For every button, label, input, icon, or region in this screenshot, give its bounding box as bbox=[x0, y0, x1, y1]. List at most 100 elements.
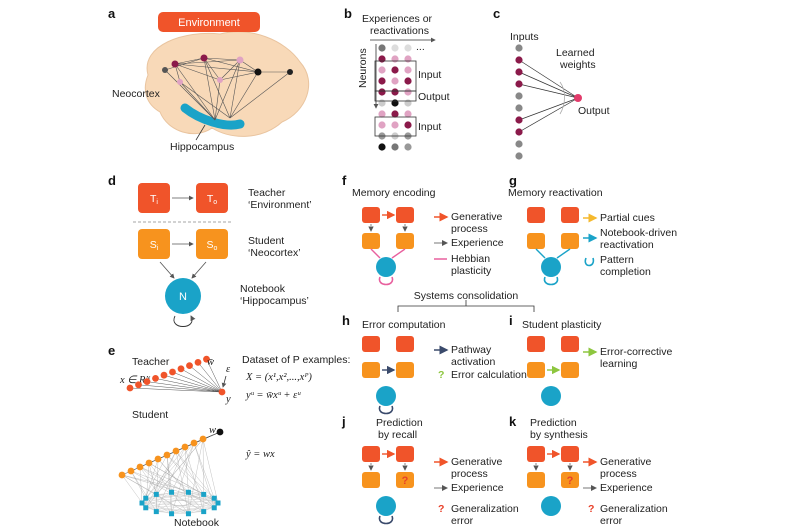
b-output-label: Output bbox=[418, 91, 450, 103]
e-teacher-neuron bbox=[186, 362, 193, 369]
mini-notebook bbox=[541, 496, 561, 516]
h-l2: Error calculation bbox=[451, 369, 527, 381]
e-notebook-edge bbox=[145, 498, 204, 512]
e-notebook-label: Notebook bbox=[174, 517, 220, 529]
mini-notebook-link bbox=[391, 248, 406, 259]
e-notebook-edge bbox=[130, 470, 157, 512]
environment-box bbox=[158, 12, 260, 32]
i-title: Student plasticity bbox=[522, 319, 602, 331]
f-l1: Generative bbox=[451, 211, 503, 223]
e-teacher-edge bbox=[197, 362, 223, 393]
e-teacher-edge bbox=[206, 359, 223, 393]
e-notebook-unit bbox=[143, 505, 149, 511]
b-neuron bbox=[378, 110, 386, 118]
e-dataset: Dataset of P examples: bbox=[242, 354, 350, 366]
c-weight-line bbox=[518, 59, 579, 99]
j-l3: Generalization bbox=[451, 503, 519, 515]
panel-label-k: k bbox=[509, 414, 517, 429]
b-neuron bbox=[404, 143, 412, 151]
e-student-neuron bbox=[163, 451, 171, 459]
c-input-neuron bbox=[515, 152, 523, 160]
c-input-neuron bbox=[515, 116, 523, 124]
mini-student-in bbox=[527, 362, 545, 378]
mini-teacher-in bbox=[527, 207, 545, 223]
e-notebook-edge bbox=[188, 492, 215, 508]
teacher-output-box bbox=[196, 183, 228, 213]
c-weight-line bbox=[518, 97, 579, 121]
panel-label-g: g bbox=[509, 173, 517, 188]
e-notebook-edge bbox=[145, 446, 186, 499]
panel-label-b: b bbox=[344, 6, 352, 21]
e-teacher-neuron bbox=[143, 378, 151, 385]
b-neuron bbox=[391, 88, 399, 96]
mini-teacher-out bbox=[396, 446, 414, 462]
e-notebook-unit bbox=[215, 500, 221, 506]
svg-text:So: So bbox=[207, 239, 218, 252]
b-neuron bbox=[404, 55, 412, 63]
k-title: Prediction bbox=[530, 417, 577, 429]
panel-label-d: d bbox=[108, 173, 116, 188]
k-l1b: process bbox=[600, 468, 637, 480]
mini-student-in bbox=[527, 472, 545, 488]
i-l1b: learning bbox=[600, 358, 638, 370]
e-notebook-edge bbox=[121, 474, 157, 495]
mini-student-out bbox=[396, 362, 414, 378]
teacher-input-box bbox=[138, 183, 170, 213]
c-input-neuron bbox=[515, 92, 523, 100]
j-l2: Experience bbox=[451, 482, 504, 494]
mini-student-out bbox=[561, 472, 579, 488]
e-teacher-edge bbox=[172, 371, 223, 393]
e-notebook-unit bbox=[211, 495, 217, 501]
notebook-node bbox=[165, 278, 201, 314]
f-title: Memory encoding bbox=[352, 187, 436, 199]
mini-notebook-loop bbox=[543, 276, 559, 286]
e-notebook-edge bbox=[193, 442, 215, 508]
e-notebook-edge bbox=[184, 446, 189, 493]
e-notebook-edge bbox=[171, 492, 204, 512]
b-axis-left: Neurons bbox=[357, 48, 369, 88]
k-l3: Generalization bbox=[600, 503, 668, 515]
e-notebook-edge bbox=[130, 470, 189, 493]
e-notebook-edge bbox=[156, 494, 215, 508]
panel-label-f: f bbox=[342, 173, 347, 188]
mini-student-in bbox=[527, 233, 545, 249]
d-notebook-label: Notebook bbox=[240, 283, 286, 295]
b-input-box-1 bbox=[374, 60, 417, 92]
environment-label: Environment bbox=[178, 17, 240, 29]
mini-notebook bbox=[376, 386, 396, 406]
b-neuron bbox=[404, 44, 412, 52]
e-notebook-edge bbox=[157, 458, 189, 493]
f-l3b: plasticity bbox=[451, 265, 492, 277]
mini-notebook bbox=[541, 257, 561, 277]
mini-teacher-out bbox=[396, 207, 414, 223]
e-notebook-edge bbox=[121, 474, 204, 495]
e-teacher-neuron bbox=[169, 368, 176, 376]
c-output-neuron bbox=[574, 94, 582, 102]
e-notebook-edge bbox=[175, 450, 219, 504]
svg-text:Ti: Ti bbox=[150, 193, 158, 206]
e-teacher-label: Teacher bbox=[132, 356, 170, 368]
e-teacher-neuron bbox=[177, 365, 185, 373]
mini-teacher-in bbox=[362, 446, 380, 462]
b-neuron bbox=[404, 99, 412, 107]
c-input-neuron bbox=[515, 56, 523, 64]
b-neuron bbox=[391, 143, 399, 151]
e-notebook-edge bbox=[202, 438, 204, 495]
e-student-neuron bbox=[199, 435, 207, 443]
e-notebook-edge bbox=[156, 494, 189, 514]
c-weight-line bbox=[518, 83, 579, 99]
e-notebook-edge bbox=[121, 474, 219, 504]
e-wbar: w̄ bbox=[207, 357, 214, 368]
mini-notebook-link bbox=[556, 248, 571, 259]
e-notebook-unit bbox=[143, 495, 149, 501]
b-neuron bbox=[378, 44, 386, 52]
panel-a-brain bbox=[144, 31, 310, 137]
c-input-neuron bbox=[515, 44, 523, 52]
e-student-neuron bbox=[118, 471, 126, 479]
e-notebook-edge bbox=[188, 498, 215, 514]
d-notebook-sub: ‘Hippocampus’ bbox=[240, 295, 309, 307]
mini-teacher-in bbox=[362, 207, 380, 223]
e-teacher-edge bbox=[180, 368, 223, 393]
e-notebook-edge bbox=[166, 454, 215, 499]
